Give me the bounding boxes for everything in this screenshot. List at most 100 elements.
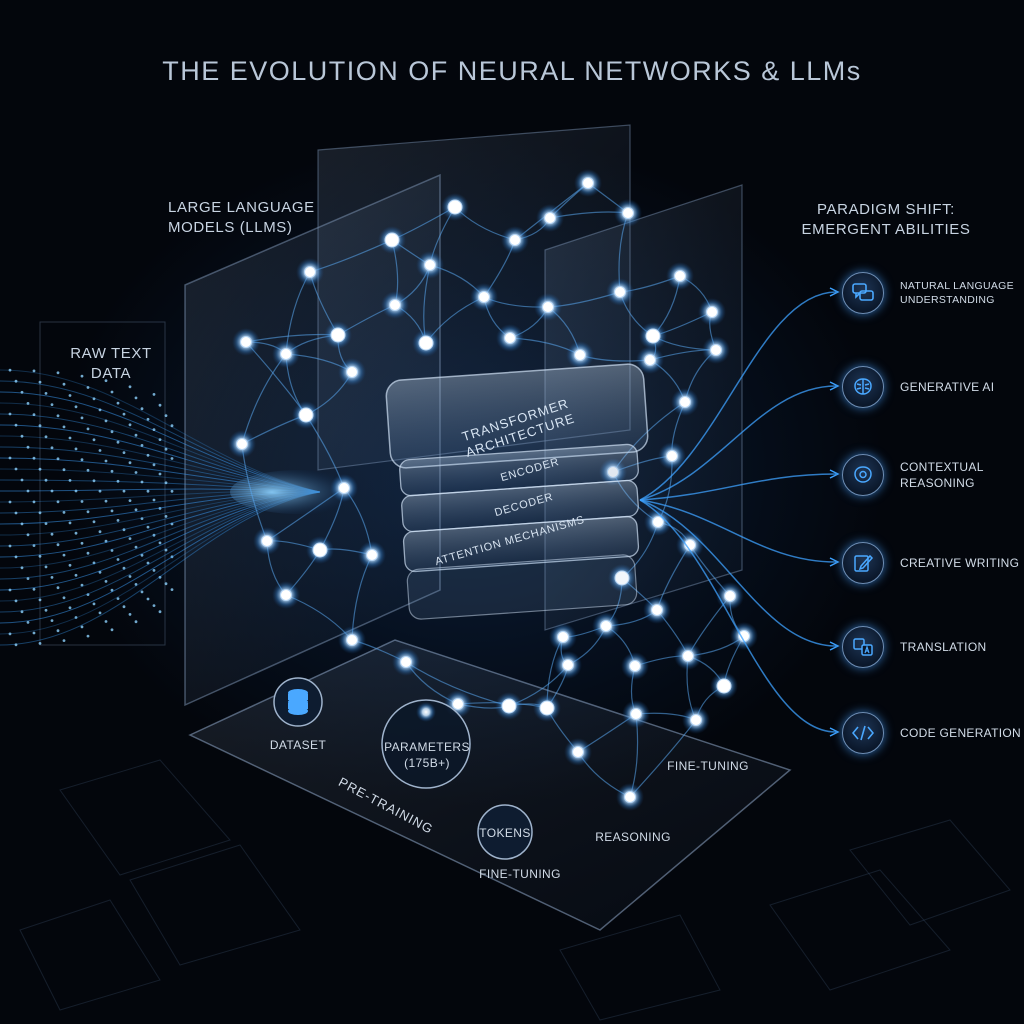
fine-tuning-label-right: FINE-TUNING xyxy=(667,759,749,773)
beam-particle xyxy=(98,530,102,534)
beam-particle xyxy=(62,553,66,557)
network-node xyxy=(346,634,358,646)
beam-particle xyxy=(104,580,108,583)
pretraining-platform xyxy=(188,639,792,931)
beam-particle xyxy=(14,511,18,515)
page-title: THE EVOLUTION OF NEURAL NETWORKS & LLMs xyxy=(162,56,862,86)
arrow-head xyxy=(829,381,840,391)
brain-gear-icon xyxy=(842,454,884,496)
beam-particle xyxy=(158,438,162,441)
beam-particle xyxy=(128,537,132,540)
output-flow xyxy=(639,291,837,501)
arrow-head xyxy=(829,469,840,479)
beam-particle xyxy=(140,553,144,557)
beam-particle xyxy=(122,528,126,532)
beam-particle xyxy=(80,458,84,462)
network-node xyxy=(240,336,252,348)
beam-particle xyxy=(92,479,96,483)
beam-particle xyxy=(134,396,138,400)
beam-particle xyxy=(158,403,162,407)
beam-particle xyxy=(110,549,114,552)
network-node xyxy=(304,266,316,278)
network-node xyxy=(724,590,736,602)
beam-particle xyxy=(44,392,48,395)
beam-particle xyxy=(110,430,114,434)
arrow-head xyxy=(829,727,840,737)
beam-particle xyxy=(122,566,126,570)
floor-grid xyxy=(19,759,1011,1021)
network-node xyxy=(690,714,702,726)
ability-label: CREATIVE WRITING xyxy=(900,555,1020,570)
beam-particle xyxy=(98,449,102,452)
beam-particle xyxy=(170,489,174,493)
beam-particle xyxy=(38,424,42,428)
beam-particle xyxy=(68,479,72,482)
beam-particle xyxy=(92,561,96,565)
network-node xyxy=(582,177,594,189)
paradigm-label: PARADIGM SHIFT: EMERGENT ABILITIES xyxy=(801,201,971,239)
beam-particle xyxy=(8,412,12,416)
beam-particle xyxy=(110,469,114,473)
beam-particle xyxy=(146,453,150,457)
network-node xyxy=(630,708,642,720)
beam-particle xyxy=(170,457,174,460)
beam-particle xyxy=(128,499,132,502)
network-node xyxy=(710,344,722,356)
beam-particle xyxy=(152,569,156,572)
beam-particle xyxy=(44,478,48,482)
network-node xyxy=(562,659,574,671)
network-node xyxy=(682,650,694,662)
input-beam xyxy=(0,368,370,647)
beam-particle xyxy=(14,599,18,603)
network-node xyxy=(652,516,664,528)
beam-particle xyxy=(74,489,78,493)
beam-particle xyxy=(128,613,132,616)
beam-particle xyxy=(44,565,48,569)
network-node xyxy=(366,549,378,561)
beam-particle xyxy=(128,423,132,427)
beam-particle xyxy=(32,369,36,373)
beam-particle xyxy=(56,543,60,547)
beam-particle xyxy=(62,596,66,600)
llm-label: LARGE LANGUAGE MODELS (LLMs) xyxy=(168,199,315,237)
beam-particle xyxy=(152,604,156,607)
beam-particle xyxy=(140,407,144,411)
beam-particle xyxy=(56,414,60,418)
network-node xyxy=(716,678,732,694)
ability-label: GENERATIVE AI xyxy=(900,379,995,394)
beam-particle xyxy=(104,419,108,423)
beam-particle xyxy=(32,456,36,460)
beam-particle xyxy=(128,575,132,578)
beam-particle xyxy=(170,424,174,428)
beam-particle xyxy=(86,468,90,472)
beam-particle xyxy=(14,643,18,647)
network-nodes xyxy=(228,169,758,811)
ability-label: TRANSLATION xyxy=(900,639,987,654)
ability-natural-language: NATURAL LANGUAGE UNDERSTANDING xyxy=(842,272,1024,314)
beam-particle xyxy=(20,566,24,570)
ability-creative-writing: CREATIVE WRITING xyxy=(842,542,1024,584)
network-node xyxy=(666,450,678,462)
output-flows xyxy=(639,287,840,737)
beam-particle xyxy=(164,447,168,451)
beam-particle xyxy=(50,446,54,450)
beam-particle xyxy=(146,417,150,421)
beam-particle xyxy=(68,606,72,610)
beam-particle xyxy=(152,463,156,467)
output-flow xyxy=(639,499,837,563)
beam-particle xyxy=(146,525,150,529)
beam-particle xyxy=(26,577,30,580)
beam-particle xyxy=(80,416,84,420)
network-node xyxy=(298,407,314,423)
beam-particle xyxy=(32,587,36,591)
beam-particle xyxy=(20,434,24,438)
ability-generative-ai: GENERATIVE AI xyxy=(842,366,1024,408)
fine-tuning-label-bottom: FINE-TUNING xyxy=(479,867,561,881)
network-node xyxy=(542,301,554,313)
raw-text-label: RAW TEXT DATA xyxy=(70,345,152,383)
beam-particle xyxy=(116,519,120,522)
network-node xyxy=(424,259,436,271)
beam-particle xyxy=(74,447,78,451)
beam-particle xyxy=(68,521,72,525)
